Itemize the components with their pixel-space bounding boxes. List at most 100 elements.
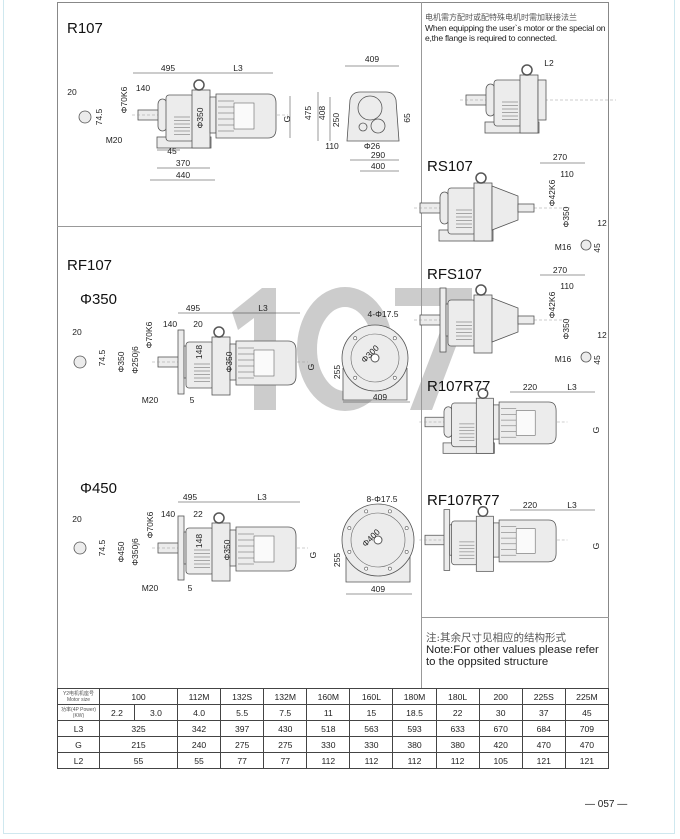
motor-adapter [493, 404, 500, 440]
value-cell: 470 [564, 736, 610, 753]
motor-size-cell: 100 [99, 688, 178, 705]
page-number: — 057 — [585, 799, 628, 810]
rf107-d450-dimension-label: 255 [332, 553, 342, 567]
flange-view-dimension-label: L2 [544, 58, 554, 68]
rf107-d450-dimension-label: Φ450 [116, 541, 126, 562]
motor-size-cell: 112M [176, 688, 222, 705]
lifting-eye [213, 326, 225, 338]
r107-end-dimension-label: Φ26 [364, 141, 381, 151]
rf107-d350-dimension-label: 148 [194, 345, 204, 359]
r107r77-title: R107R77 [427, 378, 491, 395]
terminal-box [233, 102, 255, 130]
power-cell: 5.5 [220, 704, 265, 721]
rf107-d350-dimension-label: 495 [186, 303, 200, 313]
flange-bolt-hole [404, 526, 409, 531]
motor-size-cell: 132M [263, 688, 308, 705]
r107-end-dimension-label: 250 [331, 113, 341, 127]
rf107-d350-dimension-label: 255 [332, 365, 342, 379]
rf107r77-dimension-label: L3 [567, 500, 577, 510]
terminal-box [253, 535, 275, 563]
flange-bolt-hole [404, 549, 409, 554]
rf107-d450-dimension-label: 8-Φ17.5 [367, 494, 398, 504]
terminal-box [515, 528, 536, 554]
motor-size-cell: 132S [220, 688, 265, 705]
power-cell: 2.2 [99, 704, 135, 721]
flange-bolt-hole [353, 375, 358, 380]
value-cell: 420 [478, 736, 523, 753]
r107r77-dimension-label: G [591, 427, 601, 434]
motor-size-cell: 160L [349, 688, 394, 705]
row-header: G [57, 736, 100, 753]
r107-side-dimension-label: M20 [106, 135, 123, 145]
mounting-flange [177, 515, 185, 581]
rf107-d450-dimension-label: 74.5 [97, 539, 107, 556]
lifting-eye [193, 79, 205, 91]
housing-plate [519, 74, 539, 134]
mounting-flange [439, 287, 447, 353]
r107-side-dimension-label: Φ350 [195, 107, 205, 128]
value-cell: 380 [435, 736, 480, 753]
lifting-eye [475, 284, 487, 296]
r107-side-dimension-label: 370 [176, 158, 190, 168]
note-divider [421, 617, 609, 618]
value-cell: 240 [176, 736, 222, 753]
rf107r77-dimension-label: 220 [523, 500, 537, 510]
power-cell: 4.0 [176, 704, 222, 721]
gearmotor-side-view [152, 326, 308, 396]
flange-bolt-hole [364, 509, 369, 514]
rfs107-dimension-label: 45 [592, 355, 602, 365]
shaft-end-section [73, 541, 87, 555]
rf107r77-title: RF107R77 [427, 492, 500, 509]
flange-bolt-hole [392, 375, 397, 380]
flange-shaft-bore [373, 535, 383, 545]
gear-housing [493, 79, 523, 127]
value-cell: 684 [521, 720, 566, 737]
value-cell: 470 [521, 736, 566, 753]
rf107-d450-dimension-label: 140 [161, 509, 175, 519]
rf107-d350-dimension-label: 20 [72, 327, 82, 337]
r107-side-dimension-label: 440 [176, 170, 190, 180]
gear-housing [165, 94, 195, 142]
value-cell: 275 [220, 736, 265, 753]
structure-note: 注:其余尺寸见相应的结构形式 Note:For other values ple… [426, 632, 606, 668]
flange-shaft-bore [370, 353, 380, 363]
r107r77-dimension-label: L3 [567, 382, 577, 392]
motor-flange-adapter [537, 79, 547, 121]
value-cell: 77 [220, 752, 265, 769]
value-cell: 112 [349, 752, 394, 769]
motor-size-cell: 160M [306, 688, 351, 705]
input-shaft [517, 315, 535, 325]
power-cell: 11 [306, 704, 351, 721]
page-border [3, 0, 675, 834]
r107-side-dimension-label: 495 [161, 63, 175, 73]
mounting-flange [443, 509, 451, 571]
terminal-box [515, 410, 536, 436]
column-divider [421, 2, 422, 688]
rf107-d450-dimension-label: 148 [194, 534, 204, 548]
gearmotor-side-view [414, 172, 570, 242]
value-cell: 55 [176, 752, 222, 769]
rf107-d350-dimension-label: Φ70K6 [144, 321, 154, 348]
power-cell: 7.5 [263, 704, 308, 721]
value-cell: 633 [435, 720, 480, 737]
power-cell: 22 [435, 704, 480, 721]
power-cell: 37 [521, 704, 566, 721]
flange-bolt-hole [387, 566, 392, 571]
motor-size-cell: 225M [564, 688, 610, 705]
rs107-dimension-label: 12 [597, 218, 607, 228]
rf107-d350-dimension-label: 140 [163, 319, 177, 329]
motor-adapter [493, 522, 500, 558]
r107-shaft-end [78, 110, 92, 124]
power-cell: 30 [478, 704, 523, 721]
lifting-eye [477, 506, 489, 517]
rf107-d350-dimension-label: 5 [190, 395, 195, 405]
r107-end-view-housing [346, 91, 400, 142]
rs107-dimension-label: 45 [592, 243, 602, 253]
value-cell: 77 [263, 752, 308, 769]
row-header: L3 [57, 720, 100, 737]
r107-end-dimension-label: 290 [371, 150, 385, 160]
rf107-d450-dimension-label: M20 [142, 583, 159, 593]
